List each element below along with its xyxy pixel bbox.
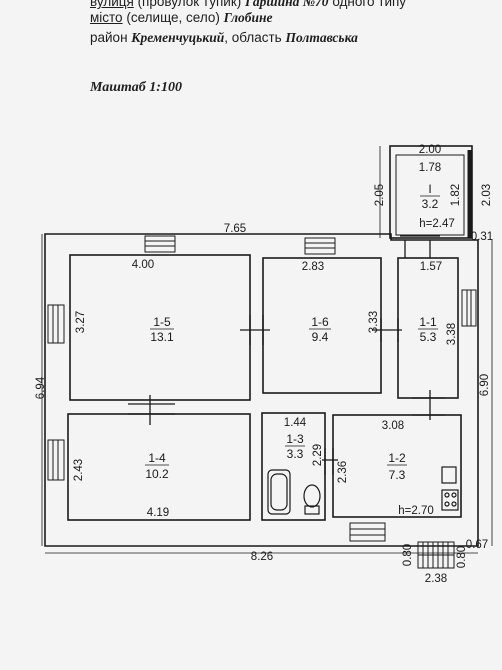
street-line: вулиця (провулок тупик) Гаршина №70 одно… <box>90 0 406 10</box>
dim-porch-left: 0.80 <box>402 544 414 566</box>
room-label-1-6: 1-6 9.4 <box>309 315 331 344</box>
outer-wall <box>44 233 479 547</box>
city-paren: (селище, село) <box>126 10 220 25</box>
room-label-1-1: 1-1 5.3 <box>418 315 438 344</box>
window-left-1 <box>47 304 65 344</box>
region-label: , область <box>224 30 282 45</box>
window-left-2 <box>47 439 65 481</box>
porch-steps <box>417 541 455 569</box>
dim-annex-left-height: 2.05 <box>374 184 386 206</box>
dim-room12-height: 2.36 <box>337 461 349 483</box>
window-top-1 <box>144 235 176 253</box>
window-bottom <box>349 522 386 542</box>
door-annex <box>400 235 440 258</box>
room-area: 13.1 <box>150 330 174 344</box>
city-label: місто <box>90 10 123 25</box>
dim-room14-height: 2.43 <box>73 459 85 481</box>
room-label-1-5: 1-5 13.1 <box>150 315 174 344</box>
district-value: Кременчуцький <box>131 30 225 45</box>
room-id: 1-2 <box>388 451 406 465</box>
room-id: 1-6 <box>311 315 329 329</box>
dim-annex-h2: 2.03 <box>481 184 493 206</box>
window-top-2 <box>304 237 336 255</box>
city-line: місто (селище, село) Глобине <box>90 10 273 26</box>
dim-annex-ceiling: h=2.47 <box>419 218 455 230</box>
door-1-3 <box>322 448 338 475</box>
dim-top-width: 7.65 <box>224 223 246 235</box>
scale-label: Маштаб 1:100 <box>90 80 182 95</box>
dim-room11-height: 3.38 <box>446 323 458 345</box>
dim-annex-h1: 1.82 <box>450 184 462 206</box>
room-label-annex: I 3.2 <box>420 182 440 211</box>
dim-bottom-width: 8.26 <box>251 551 273 563</box>
room-area: 7.3 <box>389 468 406 482</box>
dim-room12-width: 3.08 <box>382 420 404 432</box>
room-area: 5.3 <box>420 330 437 344</box>
dim-room11-width: 1.57 <box>420 261 442 273</box>
room-id: 1-5 <box>153 315 171 329</box>
door-1-1 <box>412 390 445 420</box>
room-label-1-2: 1-2 7.3 <box>387 451 407 482</box>
annex-inner <box>395 154 465 236</box>
dim-room13-width: 1.44 <box>284 417 307 429</box>
door-1-4 <box>128 395 175 425</box>
toilet <box>303 484 321 515</box>
region-value: Полтавська <box>285 30 358 45</box>
room-id: I <box>428 182 431 196</box>
room-label-1-4: 1-4 10.2 <box>145 451 169 481</box>
dim-porch-width: 2.38 <box>425 573 447 585</box>
dimension-lines <box>41 146 493 554</box>
room-label-1-3: 1-3 3.3 <box>285 432 305 461</box>
bathtub <box>267 469 291 515</box>
dim-annex-outer-width: 2.00 <box>419 144 441 156</box>
dim-overall-left: 6.94 <box>35 376 47 399</box>
room-id: 1-1 <box>419 315 437 329</box>
dim-porch-right2: 0.67 <box>466 539 488 551</box>
district-label: район <box>90 30 128 45</box>
room-id: 1-3 <box>286 432 304 446</box>
dim-kitchen-ceiling: h=2.70 <box>398 505 434 517</box>
street-label: вулиця <box>90 0 134 9</box>
dim-room15-height: 3.27 <box>75 311 87 333</box>
room-area: 10.2 <box>145 467 169 481</box>
dim-annex-inner-width: 1.78 <box>419 162 441 174</box>
window-right-1 <box>461 289 477 327</box>
district-line: район Кременчуцький, область Полтавська <box>90 30 358 46</box>
dim-room13-height: 2.29 <box>312 444 324 466</box>
door-1-6 <box>372 318 402 342</box>
dim-room15-width: 4.00 <box>132 259 154 271</box>
door-1-5 <box>240 315 270 345</box>
street-value: Гаршина №70 <box>245 0 329 9</box>
dim-room16-width: 2.83 <box>302 261 324 273</box>
room-area: 3.3 <box>287 447 304 461</box>
room-id: 1-4 <box>148 451 166 465</box>
city-value: Глобине <box>223 10 273 25</box>
room-area: 3.2 <box>422 197 439 211</box>
street-paren: (провулок тупик) <box>137 0 242 9</box>
dim-porch-right1: 0.80 <box>456 546 468 568</box>
dim-room16-height: 3.33 <box>368 311 380 333</box>
stove-icon <box>441 466 459 511</box>
room-area: 9.4 <box>312 330 329 344</box>
dim-overall-right: 6.90 <box>479 374 491 396</box>
street-cut: одного типу <box>332 0 407 9</box>
dim-room14-width: 4.19 <box>147 507 169 519</box>
dim-annex-offset: 0.31 <box>471 231 493 243</box>
